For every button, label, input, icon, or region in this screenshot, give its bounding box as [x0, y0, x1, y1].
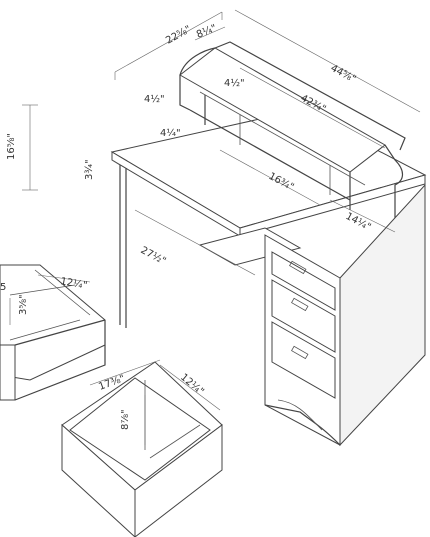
- label-total-height: 16⅝": [6, 133, 17, 160]
- label-width-total: 44⅝": [329, 63, 358, 85]
- label-small-drawer-width: 12¼": [59, 275, 88, 292]
- desk-illustration: [0, 41, 427, 537]
- label-small-drawer-cut: 5: [0, 282, 6, 293]
- label-large-drawer-height: 8⅞": [120, 409, 131, 430]
- label-right-cubby-width: 14¼": [344, 210, 374, 233]
- label-knee-height: 27½": [139, 244, 169, 267]
- label-small-drawer-height: 3⅝": [18, 294, 29, 315]
- label-hutch-depth: 8¼": [195, 22, 219, 41]
- label-cubby-depth: 4¼": [160, 127, 181, 139]
- label-desk-gap: 3¾": [84, 159, 95, 180]
- label-hutch-height: 4½": [224, 77, 245, 89]
- label-cubby-height: 4½": [144, 93, 165, 105]
- dimension-lines: [9, 9, 421, 445]
- label-depth-total: 22⅝": [164, 24, 193, 47]
